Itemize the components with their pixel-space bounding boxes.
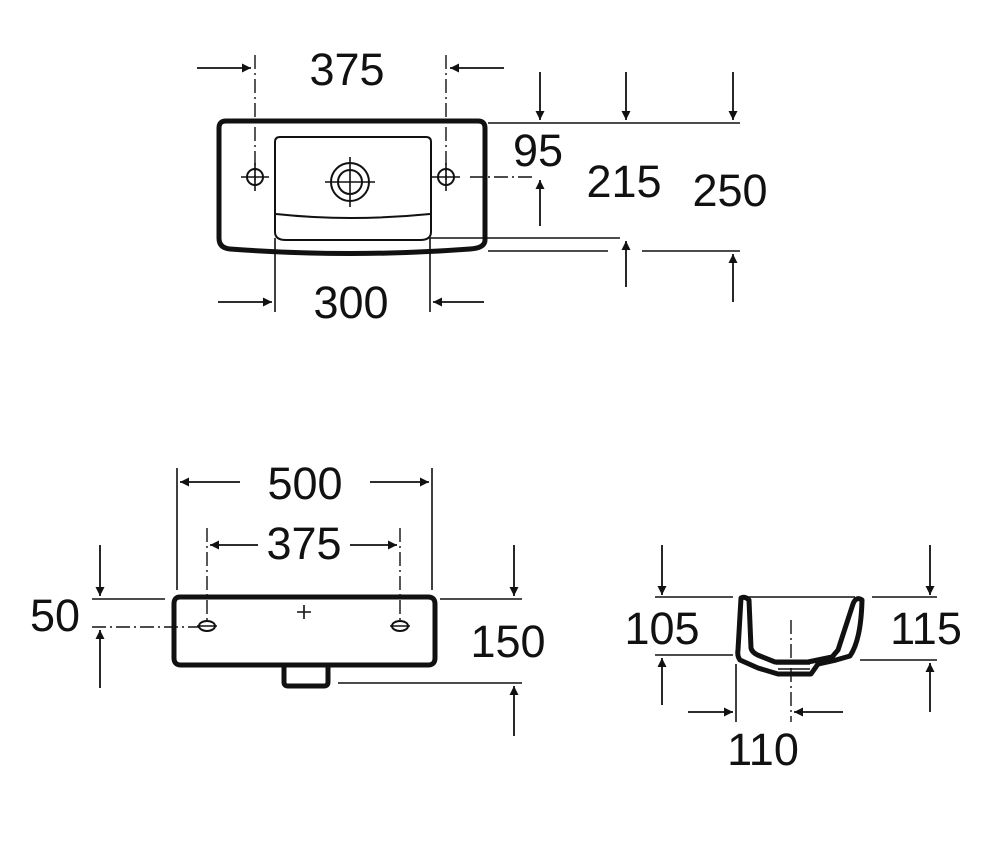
dim-label-375-top: 375 — [309, 44, 384, 95]
bowl-outline — [274, 136, 432, 241]
drain-outlet — [281, 667, 331, 689]
drain-hole — [325, 157, 375, 207]
dim-label-105: 105 — [624, 603, 699, 654]
dim-label-250: 250 — [692, 165, 767, 216]
reference-lines-105 — [655, 596, 733, 656]
extension-lines-375-front — [206, 528, 401, 620]
basin-section-profile — [735, 594, 865, 677]
drain-section — [776, 663, 810, 670]
dim-label-375-front: 375 — [266, 518, 341, 569]
front-view: 500 375 50 150 — [30, 458, 546, 736]
dim-label-95: 95 — [513, 125, 563, 176]
dim-label-500: 500 — [267, 458, 342, 509]
basin-outline-front — [171, 594, 438, 668]
top-view: 375 300 95 215 250 — [197, 44, 768, 328]
dim-label-115: 115 — [890, 603, 962, 654]
basin-outline-top — [216, 118, 488, 256]
bowl-front-slope — [275, 213, 431, 219]
tap-hole-left-front — [197, 620, 217, 632]
center-mark — [297, 605, 311, 619]
dim-label-110: 110 — [727, 724, 799, 775]
dim-label-150: 150 — [470, 616, 545, 667]
dim-label-300: 300 — [313, 277, 388, 328]
dim-label-50: 50 — [30, 590, 80, 641]
tap-hole-right-front — [390, 620, 410, 632]
extension-lines-300 — [274, 238, 431, 312]
side-view: 105 115 110 — [624, 545, 962, 775]
reference-lines-150 — [338, 598, 522, 684]
reference-lines-115 — [860, 596, 937, 661]
extension-lines-375 — [254, 55, 447, 180]
dim-label-215: 215 — [586, 156, 661, 207]
extension-lines-500 — [176, 468, 433, 590]
